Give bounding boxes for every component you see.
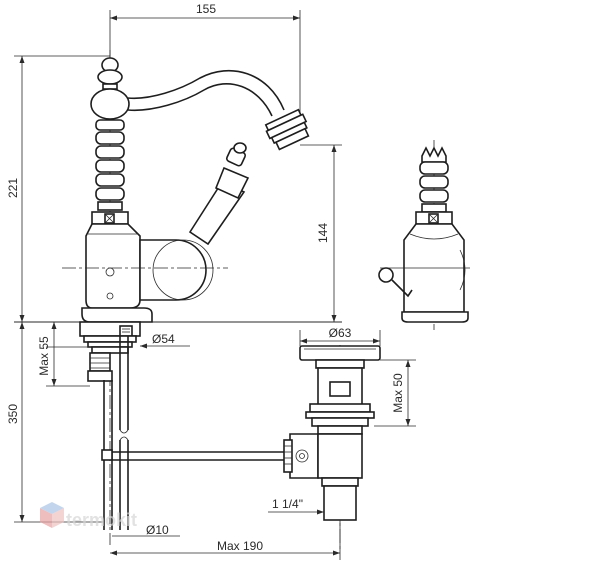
dim-spout-height: 144 — [300, 144, 342, 322]
label-o63: Ø63 — [329, 326, 352, 340]
under-deck-assembly — [79, 321, 141, 530]
label-350: 350 — [6, 404, 20, 424]
dim-thread: 1 1/4" — [268, 497, 324, 515]
label-155: 155 — [196, 2, 216, 16]
dim-base-diameter: Ø54 — [140, 332, 190, 349]
side-view — [378, 140, 470, 330]
popup-rod — [112, 451, 290, 461]
dim-total-height: 221 — [6, 55, 110, 322]
watermark-text: termokit — [66, 510, 137, 530]
label-max-190: Max 190 — [217, 539, 263, 553]
label-max-55: Max 55 — [37, 336, 51, 376]
waste-assembly — [283, 345, 381, 550]
label-o10: Ø10 — [146, 523, 169, 537]
label-max-50: Max 50 — [391, 373, 405, 413]
dim-rod-diameter: Ø10 — [112, 523, 180, 537]
dim-under-length: 350 — [6, 322, 104, 523]
dim-max-190: Max 190 — [110, 520, 341, 560]
dim-max-50: Max 50 — [374, 359, 416, 427]
watermark: termokit — [40, 502, 137, 530]
lever-handle — [62, 142, 250, 301]
dim-waste-diameter: Ø63 — [299, 326, 381, 346]
label-thread: 1 1/4" — [272, 497, 303, 511]
label-o54: Ø54 — [152, 332, 175, 346]
dim-top-width: 155 — [109, 2, 301, 115]
label-144: 144 — [316, 223, 330, 243]
label-221: 221 — [6, 178, 20, 198]
dim-max-55: Max 55 — [37, 322, 90, 387]
spout — [127, 69, 310, 151]
watermark-cube-icon — [40, 502, 64, 528]
faucet-body — [81, 50, 153, 545]
